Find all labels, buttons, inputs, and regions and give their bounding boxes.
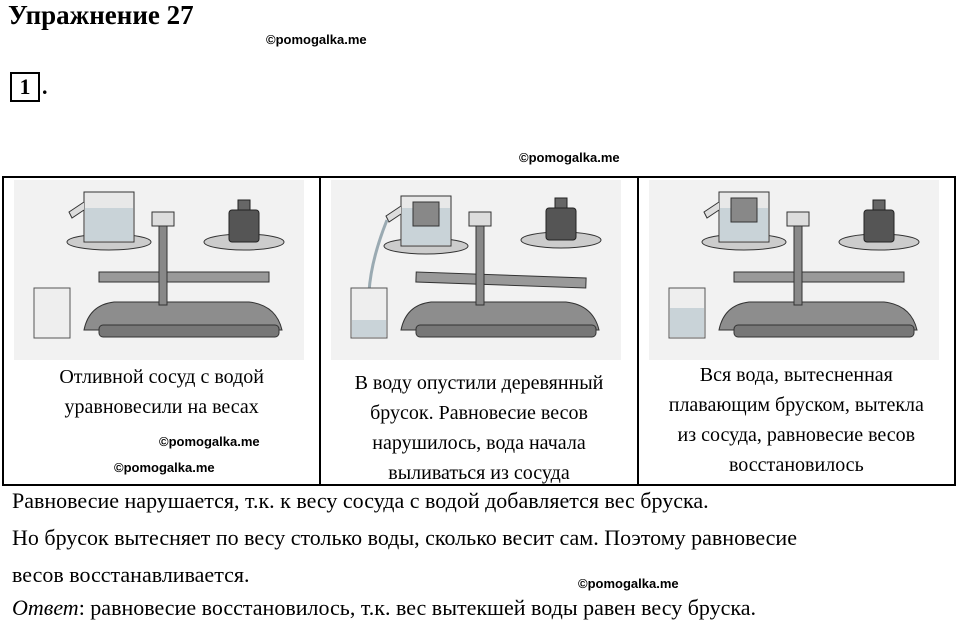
panel-caption-line: уравновесили на весах xyxy=(64,396,259,418)
exercise-title: Упражнение 27 xyxy=(8,0,194,30)
answer-line: Ответ: равновесие восстановилось, т.к. в… xyxy=(12,593,756,623)
item-number-dot: . xyxy=(42,74,48,99)
balance-scale-illustration-2 xyxy=(331,180,622,360)
panel-1: Отливной сосуд с водой уравновесили на в… xyxy=(4,178,322,484)
panel-caption-line: В воду опустили деревянный xyxy=(354,372,604,394)
watermark: ©pomogalka.me xyxy=(266,32,367,47)
watermark: ©pomogalka.me xyxy=(114,460,215,475)
panel-caption-line: брусок. Равновесие весов xyxy=(370,402,588,424)
answer-text: : равновесие восстановилось, т.к. вес вы… xyxy=(78,595,756,620)
panel-caption-line: Вся вода, вытесненная xyxy=(699,364,893,386)
panel-2: В воду опустили деревянный брусок. Равно… xyxy=(321,178,639,484)
explanation-line-3: весов восстанавливается. xyxy=(12,562,250,587)
explanation-line-2: Но брусок вытесняет по весу столько воды… xyxy=(12,525,797,550)
watermark: ©pomogalka.me xyxy=(159,434,260,449)
answer-label: Ответ xyxy=(12,595,79,620)
panel-caption-line: выливаться из сосуда xyxy=(388,462,570,484)
watermark: ©pomogalka.me xyxy=(519,150,620,165)
explanation-line-1: Равновесие нарушается, т.к. к весу сосуд… xyxy=(12,488,709,513)
panel-caption-line: Отливной сосуд с водой xyxy=(59,366,264,388)
panel-caption-line: из сосуда, равновесие весов xyxy=(677,424,916,446)
balance-scale-illustration-1 xyxy=(14,180,304,360)
illustration-table: Отливной сосуд с водой уравновесили на в… xyxy=(2,176,956,486)
panel-3: Вся вода, вытесненная плавающим бруском,… xyxy=(639,178,954,484)
watermark: ©pomogalka.me xyxy=(578,576,679,591)
panel-caption-line: восстановилось xyxy=(728,454,864,476)
item-number-box: 1 . xyxy=(10,72,48,102)
panel-caption-line: нарушилось, вода начала xyxy=(372,432,586,454)
panel-caption-line: плавающим бруском, вытекла xyxy=(668,394,924,416)
item-number: 1 xyxy=(19,74,31,99)
balance-scale-illustration-3 xyxy=(648,180,939,360)
